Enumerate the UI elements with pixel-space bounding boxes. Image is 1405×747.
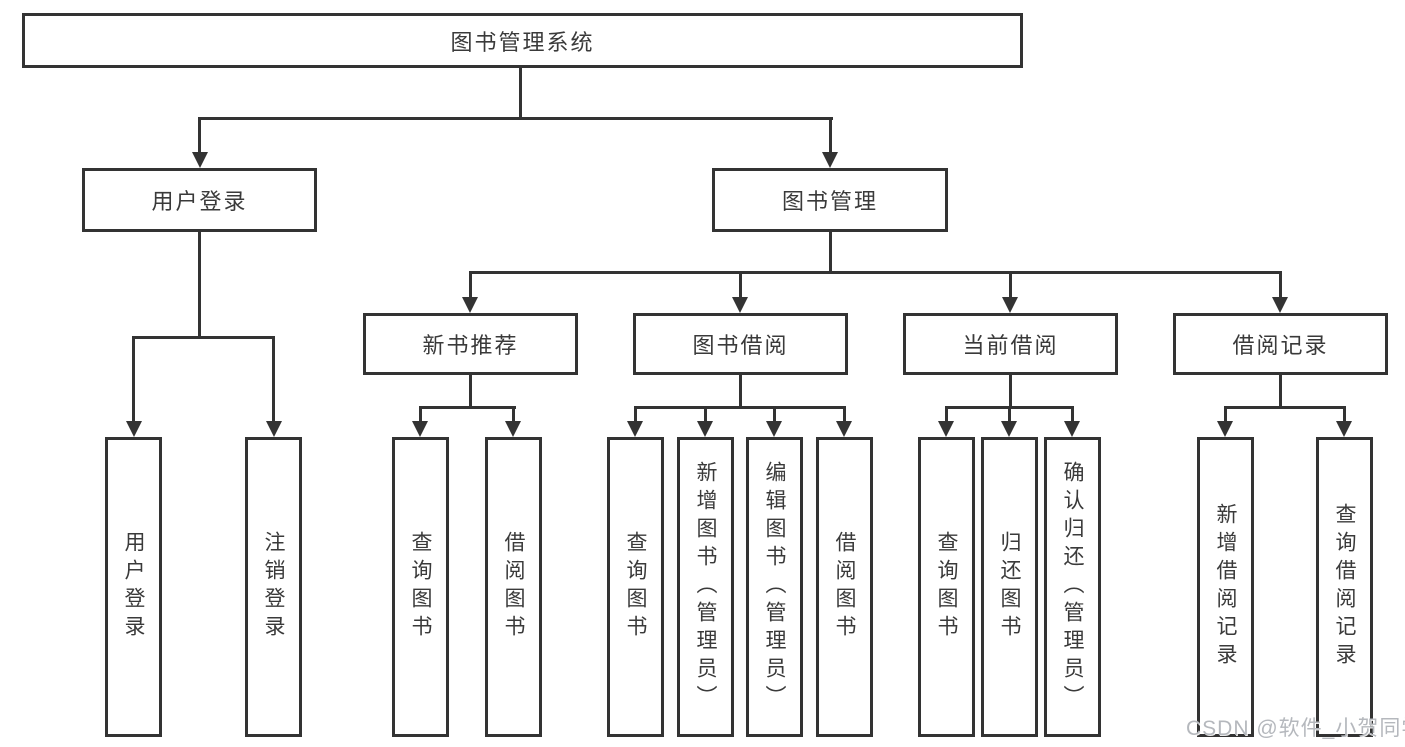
connector-vline (519, 68, 522, 118)
arrow-down-icon (1217, 421, 1233, 437)
connector-vline (419, 406, 422, 423)
connector-vline (739, 271, 742, 299)
leaf-confirm-return-admin: 确认归还（管理员） (1044, 437, 1101, 737)
node-current-borrow-label: 当前借阅 (962, 333, 1059, 358)
connector-hline (634, 406, 846, 409)
connector-hline (419, 406, 516, 409)
arrow-down-icon (1001, 421, 1017, 437)
node-new-book-recommend: 新书推荐 (363, 313, 578, 375)
arrow-down-icon (697, 421, 713, 437)
node-borrow-records: 借阅记录 (1173, 313, 1388, 375)
node-current-borrow: 当前借阅 (903, 313, 1118, 375)
leaf-user-login-label: 用户登录 (122, 531, 145, 643)
leaf-query-borrow-record-label: 查询借阅记录 (1333, 503, 1356, 671)
connector-vline (132, 336, 135, 423)
leaf-borrow-books-recommend-label: 借阅图书 (502, 531, 525, 643)
connector-vline (469, 271, 472, 299)
arrow-down-icon (505, 421, 521, 437)
arrow-down-icon (836, 421, 852, 437)
connector-vline (739, 375, 742, 408)
connector-vline (1071, 406, 1074, 423)
leaf-borrow-books-label: 借阅图书 (833, 531, 856, 643)
connector-vline (704, 406, 707, 423)
connector-vline (198, 232, 201, 339)
arrow-down-icon (462, 297, 478, 313)
connector-vline (829, 117, 832, 154)
arrow-down-icon (192, 152, 208, 168)
leaf-return-books: 归还图书 (981, 437, 1038, 737)
arrow-down-icon (1336, 421, 1352, 437)
leaf-query-borrow-record: 查询借阅记录 (1316, 437, 1373, 737)
leaf-edit-books-admin: 编辑图书（管理员） (746, 437, 803, 737)
leaf-confirm-return-admin-label: 确认归还（管理员） (1061, 461, 1084, 713)
connector-vline (1224, 406, 1227, 423)
watermark-text: CSDN @软件_小贺同学 (1186, 717, 1405, 740)
leaf-query-books-current-label: 查询图书 (935, 531, 958, 643)
connector-hline (198, 117, 833, 120)
connector-hline (1224, 406, 1346, 409)
arrow-down-icon (822, 152, 838, 168)
connector-vline (843, 406, 846, 423)
arrow-down-icon (732, 297, 748, 313)
arrow-down-icon (126, 421, 142, 437)
node-book-borrow: 图书借阅 (633, 313, 848, 375)
node-book-management: 图书管理 (712, 168, 948, 232)
connector-vline (469, 375, 472, 408)
connector-hline (132, 336, 275, 339)
leaf-logout: 注销登录 (245, 437, 302, 737)
arrow-down-icon (766, 421, 782, 437)
connector-vline (773, 406, 776, 423)
leaf-query-books-borrow: 查询图书 (607, 437, 664, 737)
leaf-user-login: 用户登录 (105, 437, 162, 737)
leaf-edit-books-admin-label: 编辑图书（管理员） (763, 461, 786, 713)
arrow-down-icon (938, 421, 954, 437)
arrow-down-icon (1272, 297, 1288, 313)
connector-vline (1008, 406, 1011, 423)
connector-vline (1279, 271, 1282, 299)
node-root-label: 图书管理系统 (450, 29, 595, 55)
connector-vline (634, 406, 637, 423)
connector-vline (272, 336, 275, 423)
leaf-add-books-admin: 新增图书（管理员） (677, 437, 734, 737)
node-root: 图书管理系统 (22, 13, 1023, 68)
connector-vline (512, 406, 515, 423)
connector-hline (469, 271, 1282, 274)
node-book-borrow-label: 图书借阅 (692, 333, 789, 358)
leaf-add-books-admin-label: 新增图书（管理员） (694, 461, 717, 713)
leaf-logout-label: 注销登录 (262, 531, 285, 643)
leaf-borrow-books-recommend: 借阅图书 (485, 437, 542, 737)
leaf-return-books-label: 归还图书 (998, 531, 1021, 643)
leaf-borrow-books: 借阅图书 (816, 437, 873, 737)
arrow-down-icon (412, 421, 428, 437)
connector-vline (829, 232, 832, 274)
leaf-add-borrow-record: 新增借阅记录 (1197, 437, 1254, 737)
connector-vline (1009, 271, 1012, 299)
node-user-login-label: 用户登录 (151, 189, 248, 214)
node-borrow-records-label: 借阅记录 (1232, 333, 1329, 358)
node-new-book-recommend-label: 新书推荐 (422, 333, 519, 358)
arrow-down-icon (627, 421, 643, 437)
arrow-down-icon (266, 421, 282, 437)
node-book-management-label: 图书管理 (781, 189, 878, 214)
leaf-query-books-recommend-label: 查询图书 (409, 531, 432, 643)
node-user-login: 用户登录 (82, 168, 317, 232)
leaf-query-books-recommend: 查询图书 (392, 437, 449, 737)
connector-vline (1343, 406, 1346, 423)
connector-vline (198, 117, 201, 154)
connector-vline (1009, 375, 1012, 408)
leaf-add-borrow-record-label: 新增借阅记录 (1214, 503, 1237, 671)
leaf-query-books-current: 查询图书 (918, 437, 975, 737)
leaf-query-books-borrow-label: 查询图书 (624, 531, 647, 643)
connector-vline (945, 406, 948, 423)
arrow-down-icon (1064, 421, 1080, 437)
arrow-down-icon (1002, 297, 1018, 313)
connector-vline (1279, 375, 1282, 408)
